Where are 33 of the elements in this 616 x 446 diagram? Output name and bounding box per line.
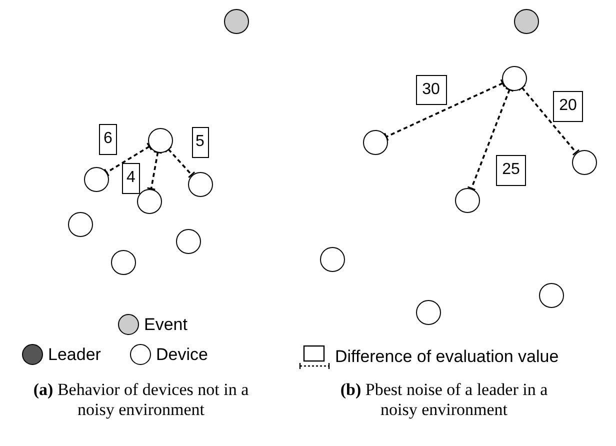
dashed-connector [518,84,580,156]
legend-label: Leader [48,344,101,364]
device-circle [454,188,480,212]
device-circle [110,250,136,274]
device-circle [320,246,344,272]
legend-label: Device [156,344,208,364]
device-circle [416,300,440,324]
device-circle [84,166,108,192]
device-circle [68,212,92,236]
device-circle [362,130,388,154]
event-circle [514,8,538,34]
dashed-connector [384,78,506,142]
value-box: 4 [122,162,140,194]
subfigure-caption: (b) Pbest noise of a leader in a noisy environment [339,380,549,420]
device-circle [572,150,596,174]
legend-label: Difference of evaluation value [335,347,559,367]
legend-label: Event [144,314,188,334]
leader-circle [148,128,172,152]
dashed-connector [467,88,514,190]
value-box: 20 [553,90,583,122]
value-box: 6 [99,124,117,154]
value-box: 5 [192,126,208,158]
dashed-connector [146,150,162,190]
value-box: 25 [496,154,526,186]
dashed-connector [104,142,152,177]
event-circle [224,8,248,34]
leader-circle [502,66,526,90]
value-box: 30 [416,75,446,105]
device-circle [136,188,162,214]
device-circle [176,228,200,254]
subfigure-caption: (a) Behavior of devices not in a noisy environment [32,380,250,420]
device-circle [538,282,564,308]
device-circle [188,172,212,196]
